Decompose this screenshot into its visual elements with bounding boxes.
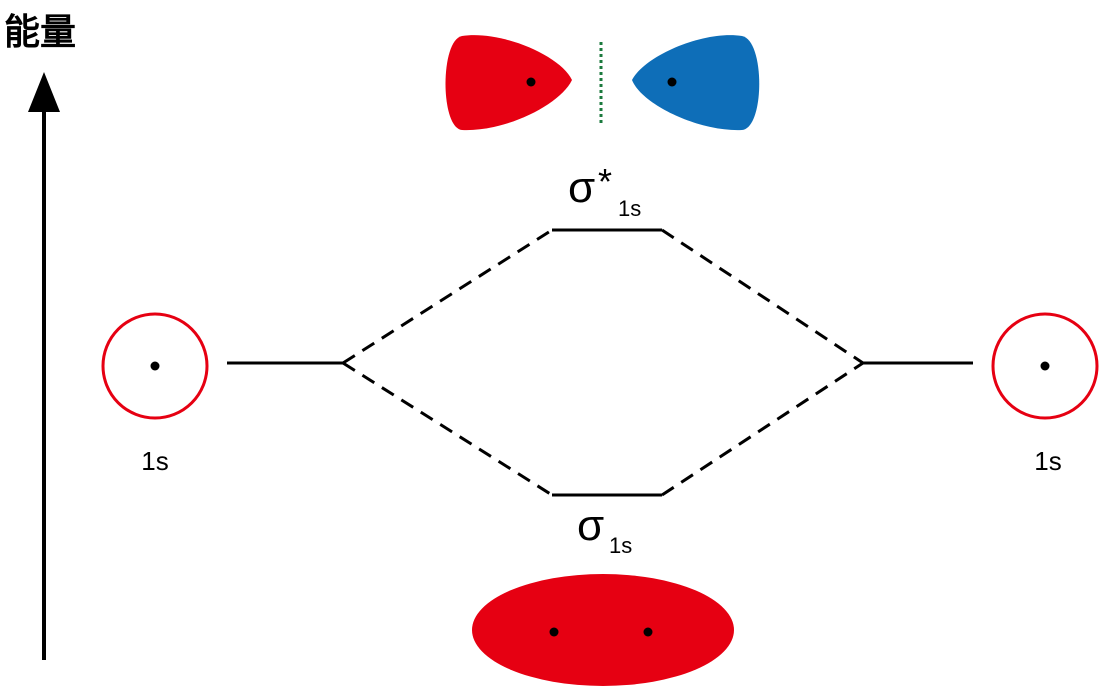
left-1s-orbital — [101, 312, 209, 420]
right-nucleus-dot — [1040, 361, 1050, 371]
bonding-nucleus-dot-left — [549, 627, 559, 637]
dash-antibonding-to-right — [661, 228, 864, 365]
energy-axis-arrowhead — [28, 72, 60, 112]
bonding-label: σ 1s — [577, 501, 632, 558]
energy-axis-label: 能量 — [4, 12, 76, 53]
antibonding-red-lobe — [445, 35, 572, 131]
dash-bonding-to-right — [661, 361, 864, 497]
left-nucleus-dot — [150, 361, 160, 371]
antibonding-nucleus-dot-left — [526, 77, 536, 87]
left-1s-label: 1s — [141, 446, 168, 476]
right-1s-label: 1s — [1034, 446, 1061, 476]
dash-left-to-bonding — [342, 361, 553, 497]
dash-left-to-antibonding — [342, 228, 553, 365]
antibonding-nucleus-dot-right — [667, 77, 677, 87]
bonding-nucleus-dot-right — [643, 627, 653, 637]
antibonding-label: σ * 1s — [568, 161, 641, 221]
correlation-lines — [342, 228, 864, 497]
right-1s-orbital — [991, 312, 1099, 420]
antibonding-blue-lobe — [632, 35, 760, 131]
bonding-orbital — [472, 574, 734, 686]
